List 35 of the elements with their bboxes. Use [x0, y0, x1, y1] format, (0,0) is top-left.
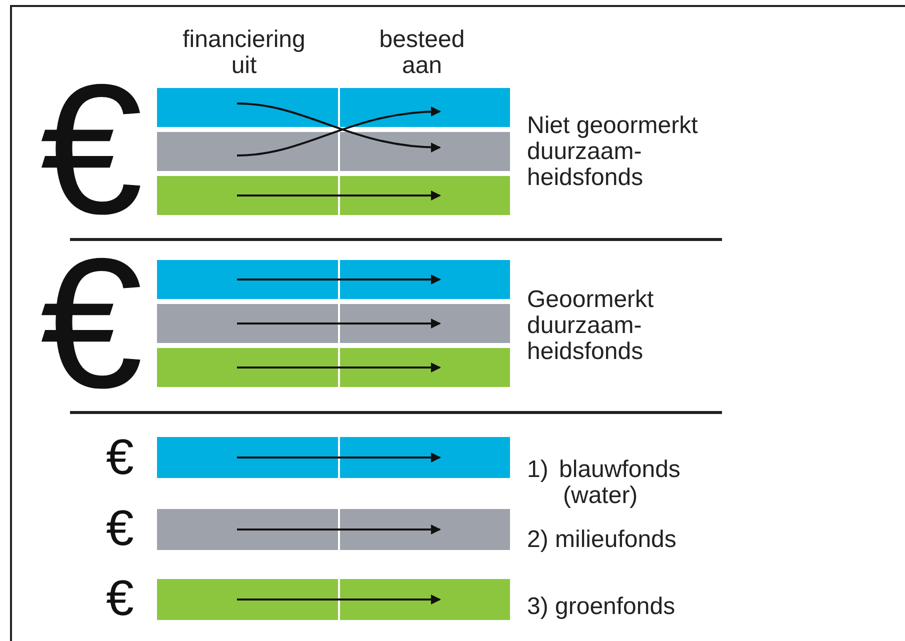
- arrow: [237, 318, 441, 328]
- bar-segment: [340, 132, 510, 171]
- bar-segment: [157, 579, 338, 620]
- bar-segment: [157, 260, 338, 299]
- bar-segment: [340, 579, 510, 620]
- euro-sign: €: [106, 573, 134, 623]
- bar-segment: [340, 437, 510, 478]
- column-header: financiering uit: [182, 27, 306, 79]
- arrow: [237, 362, 441, 372]
- bar-segment: [157, 132, 338, 171]
- bar-segment: [340, 509, 510, 550]
- arrow: [237, 274, 441, 284]
- bar-segment: [340, 348, 510, 387]
- bar-segment: [157, 88, 338, 127]
- euro-sign: €: [106, 432, 134, 482]
- arrow: [237, 190, 441, 200]
- bar-segment: [157, 437, 338, 478]
- fund-label: 3) groenfonds: [527, 594, 676, 620]
- bar-segment: [157, 176, 338, 215]
- bar-segment: [340, 304, 510, 343]
- bar-segment: [340, 260, 510, 299]
- arrow: [237, 452, 441, 462]
- bar-segment: [340, 176, 510, 215]
- fund-label: 1) blauwfonds (water): [527, 457, 682, 509]
- column-header: besteed aan: [378, 27, 466, 79]
- fund-label: 2) milieufonds: [527, 527, 678, 553]
- bar-segment: [340, 88, 510, 127]
- euro-sign: €: [106, 503, 134, 553]
- bar-segment: [157, 348, 338, 387]
- bar-segment: [157, 509, 338, 550]
- fund-label: Niet geoormerkt duurzaam- heidsfonds: [527, 113, 699, 191]
- arrow: [237, 594, 441, 604]
- bar-segment: [157, 304, 338, 343]
- arrow: [237, 524, 441, 534]
- fund-label: Geoormerkt duurzaam- heidsfonds: [527, 287, 655, 365]
